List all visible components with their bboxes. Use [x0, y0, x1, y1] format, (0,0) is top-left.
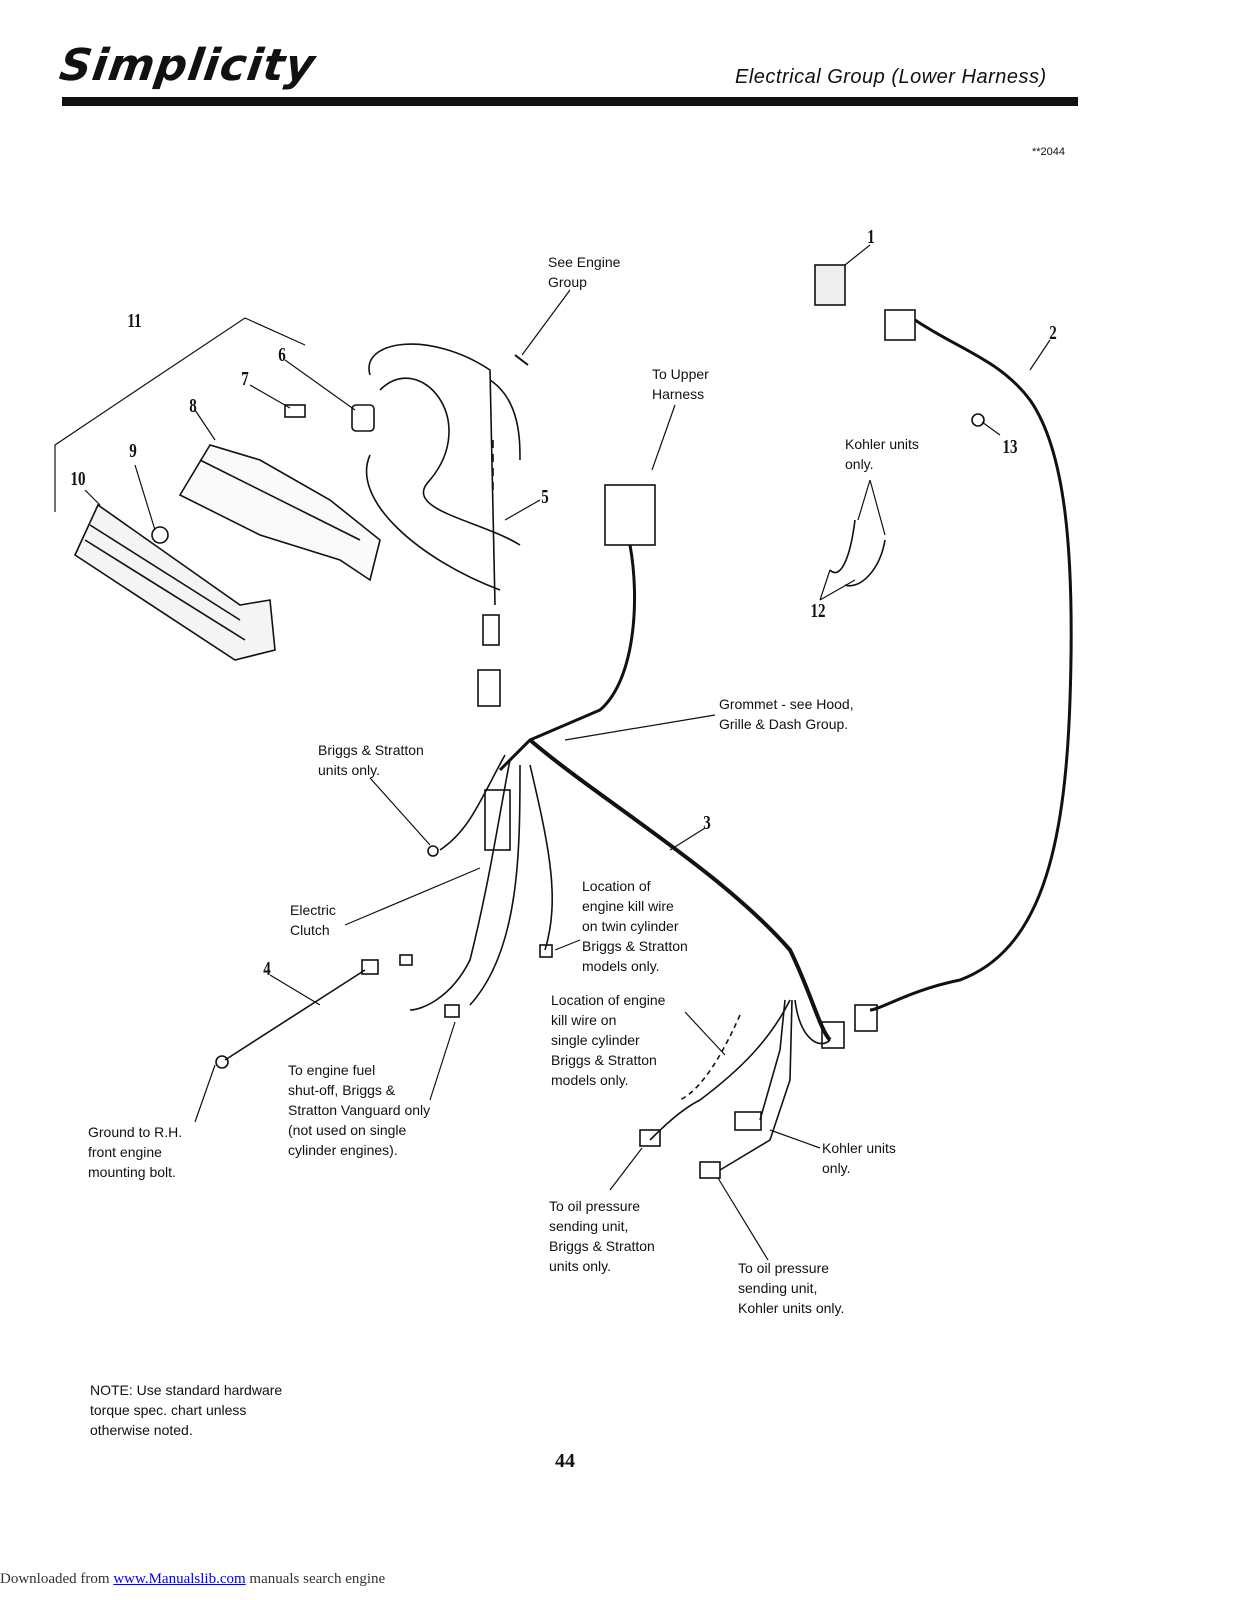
page-title: Electrical Group (Lower Harness) [735, 66, 1047, 88]
page-number: 44 [555, 1450, 575, 1472]
label-oil-briggs: To oil pressure sending unit, Briggs & S… [549, 1198, 655, 1274]
callout-3: 3 [703, 812, 711, 834]
callout-1: 1 [867, 226, 875, 248]
manualslib-link[interactable]: www.Manualslib.com [113, 1571, 246, 1587]
label-fuel-shutoff: To engine fuel shut-off, Briggs & Stratt… [288, 1062, 431, 1158]
callout-6: 6 [278, 344, 286, 366]
label-ground: Ground to R.H. front engine mounting bol… [88, 1124, 183, 1180]
relay-part [814, 264, 846, 306]
cable-ties [829, 519, 886, 587]
headlight-housing [178, 444, 381, 582]
label-kohler-bottom: Kohler units only. [822, 1140, 896, 1176]
callout-5: 5 [541, 486, 549, 508]
clip-13 [971, 413, 985, 427]
callout-2: 2 [1049, 322, 1057, 344]
label-grommet: Grommet - see Hood, Grille & Dash Group. [719, 696, 854, 732]
callout-8: 8 [189, 395, 197, 417]
headlight-connector [482, 614, 500, 646]
callout-10: 10 [70, 468, 86, 490]
kohler-connector-upper [821, 1021, 845, 1049]
label-see-engine: See Engine Group [548, 254, 621, 290]
callout-13: 13 [1002, 436, 1018, 458]
header-rule [62, 97, 1078, 106]
footer: Downloaded from www.Manualslib.com manua… [0, 1571, 385, 1588]
callout-9: 9 [129, 440, 137, 462]
callout-4: 4 [263, 958, 271, 980]
label-kill-twin: Location of engine kill wire on twin cyl… [582, 878, 688, 974]
label-electric-clutch: Electric Clutch [290, 902, 336, 938]
label-kohler-top: Kohler units only. [845, 436, 919, 472]
upper-harness-connector [604, 484, 656, 546]
label-to-upper-harness: To Upper Harness [652, 366, 709, 402]
harness-2-connector [884, 309, 916, 341]
torque-note: NOTE: Use standard hardware torque spec.… [90, 1382, 283, 1438]
briggs-connector [477, 669, 501, 707]
callout-7: 7 [241, 368, 249, 390]
callout-12: 12 [810, 600, 826, 622]
footer-suffix: manuals search engine [245, 1571, 386, 1587]
pin-part [284, 404, 306, 418]
figure-number: **2044 [1032, 146, 1066, 158]
bulb-part [151, 526, 169, 544]
callout-11: 11 [127, 310, 142, 332]
headlight-lens [73, 503, 276, 661]
clutch-connector [484, 789, 511, 851]
socket-part [351, 404, 375, 432]
label-briggs-only: Briggs & Stratton units only. [318, 742, 424, 778]
label-oil-kohler: To oil pressure sending unit, Kohler uni… [738, 1260, 845, 1316]
footer-prefix: Downloaded from [0, 1571, 114, 1587]
label-kill-single: Location of engine kill wire on single c… [551, 992, 666, 1088]
